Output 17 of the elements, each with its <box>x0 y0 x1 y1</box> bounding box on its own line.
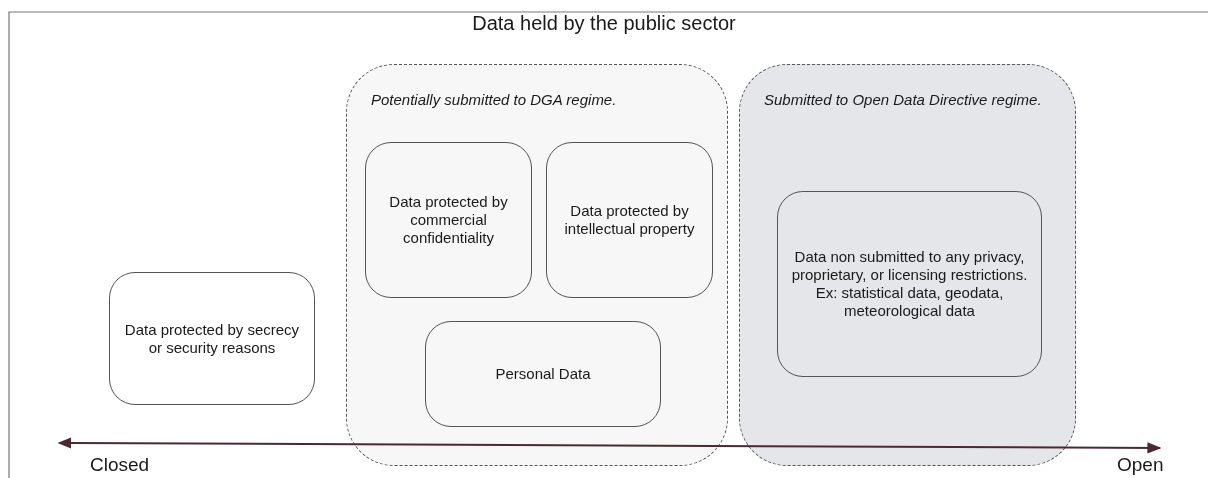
axis-end-label: Open <box>1117 454 1164 476</box>
rounded-box <box>109 272 315 405</box>
rounded-box <box>365 142 532 298</box>
dashed-group-box <box>346 64 728 466</box>
box-text: Personal Data <box>494 365 592 383</box>
dashed-group-box <box>739 64 1076 466</box>
axis-end-label: Closed <box>90 454 150 476</box>
box-text: Data protected by commercial confidentiality <box>388 193 509 247</box>
group-heading: Submitted to Open Data Directive regime. <box>764 91 1043 109</box>
group-heading: Potentially submitted to DGA regime. <box>371 91 618 109</box>
rounded-box <box>425 321 661 427</box>
box-text: Data non submitted to any privacy, proprietary, or licensing restrictions. Ex: statistical data, geodata, meteorological data <box>790 248 1029 320</box>
diagram-title: Data held by the public sector <box>471 12 737 35</box>
rounded-box <box>546 142 713 298</box>
box-text: Data protected by intellectual property <box>563 202 696 238</box>
box-text: Data protected by secrecy or security reasons <box>123 320 301 357</box>
rounded-box <box>777 191 1042 377</box>
